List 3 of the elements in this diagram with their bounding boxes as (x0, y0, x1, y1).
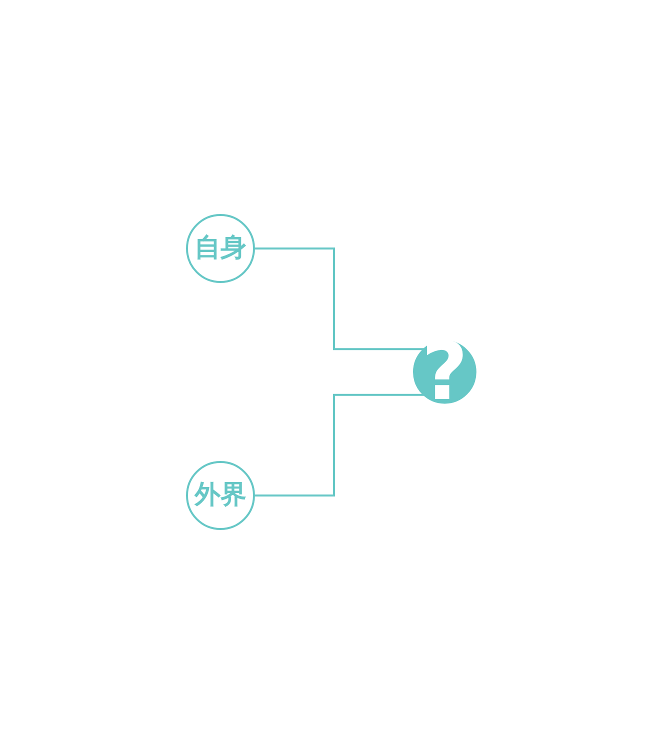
connector (252, 248, 424, 350)
connector (252, 394, 424, 496)
node-circle: 自身 (186, 214, 255, 283)
